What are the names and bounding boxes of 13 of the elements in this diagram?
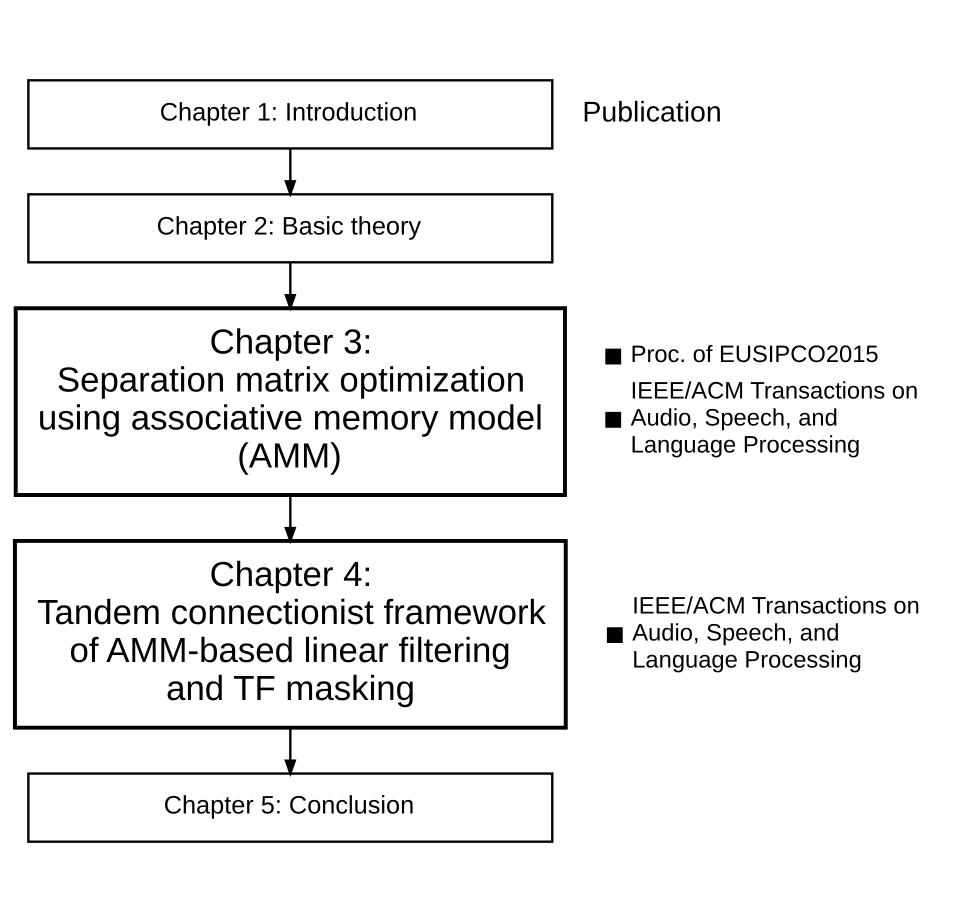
node-box: Chapter 4: Tandem connectionist framework of AMM-based linear filtering and TF masking (12, 538, 568, 730)
arrow (284, 495, 296, 544)
label: Publication (582, 96, 722, 128)
arrow (284, 262, 296, 312)
node-box: Chapter 5: Conclusion (27, 772, 554, 843)
node-box: Chapter 1: Introduction (27, 79, 554, 150)
arrow (284, 148, 296, 198)
node-label: IEEE/ACM Transactions on Audio, Speech, and Language Processing (630, 378, 918, 458)
node-label: Proc. of EUSIPCO2015 (630, 342, 879, 368)
node-label: IEEE/ACM Transactions on Audio, Speech, and Language Processing (632, 594, 920, 674)
node-box: Chapter 3: Separation matrix optimization using associative memory model (AMM) (14, 306, 567, 497)
node-box: Chapter 2: Basic theory (27, 193, 554, 264)
arrow (284, 728, 296, 777)
